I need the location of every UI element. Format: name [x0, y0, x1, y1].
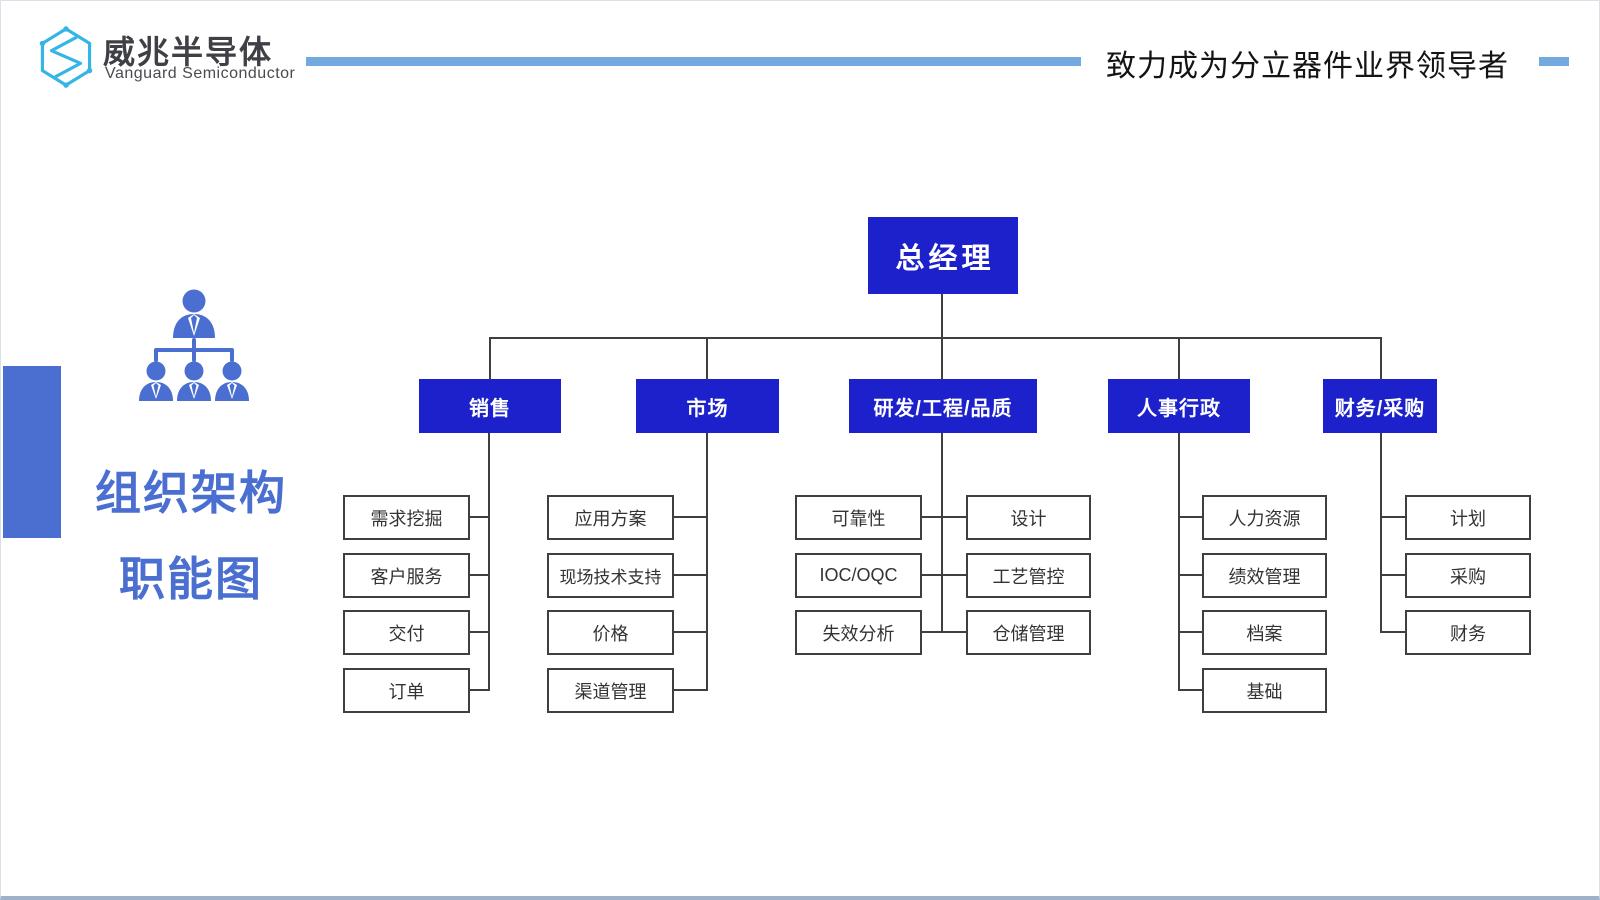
connector: [470, 689, 490, 691]
connector: [1178, 433, 1180, 691]
connector: [674, 631, 707, 633]
org-hierarchy-people-icon: [139, 289, 249, 401]
org-node-dept-market: 市场: [636, 379, 779, 433]
org-node-sub: 失效分析: [795, 610, 922, 655]
connector: [1179, 574, 1202, 576]
connector: [489, 337, 491, 380]
org-node-sub: 现场技术支持: [547, 553, 674, 598]
company-name-en: Vanguard Semiconductor: [105, 65, 296, 82]
org-node-sub: 价格: [547, 610, 674, 655]
connector: [470, 574, 490, 576]
org-node-sub: 订单: [343, 668, 470, 713]
org-node-sub: 仓储管理: [966, 610, 1091, 655]
side-accent-bar: [3, 366, 61, 538]
org-node-sub: 财务: [1405, 610, 1531, 655]
connector: [942, 516, 966, 518]
org-node-sub: 绩效管理: [1202, 553, 1327, 598]
header-divider-line: [306, 57, 1081, 66]
org-node-sub: IOC/OQC: [795, 553, 922, 598]
connector: [941, 433, 943, 633]
page-title-line2: 职能图: [119, 553, 263, 605]
connector: [1381, 631, 1405, 633]
org-node-root: 总经理: [868, 217, 1018, 294]
org-node-sub: 采购: [1405, 553, 1531, 598]
org-node-sub: 设计: [966, 495, 1091, 540]
org-node-dept-hr-admin: 人事行政: [1108, 379, 1250, 433]
connector: [922, 574, 942, 576]
connector: [470, 631, 490, 633]
connector: [941, 294, 943, 338]
org-node-dept-rd-eng-quality: 研发/工程/品质: [849, 379, 1037, 433]
hexagon-s-logo-icon: [39, 26, 93, 88]
org-node-sub: 客户服务: [343, 553, 470, 598]
company-slogan: 致力成为分立器件业界领导者: [1106, 50, 1509, 83]
org-node-dept-sales: 销售: [419, 379, 561, 433]
connector: [489, 337, 1382, 339]
connector: [922, 631, 942, 633]
org-node-sub: 档案: [1202, 610, 1327, 655]
header-dash: [1539, 57, 1569, 66]
connector: [1179, 689, 1202, 691]
page-title-line1: 组织架构: [95, 467, 287, 519]
org-node-sub: 渠道管理: [547, 668, 674, 713]
connector: [941, 337, 943, 380]
org-node-sub: 可靠性: [795, 495, 922, 540]
connector: [1178, 337, 1180, 380]
org-node-sub: 工艺管控: [966, 553, 1091, 598]
connector: [1179, 631, 1202, 633]
org-node-dept-finance-procurement: 财务/采购: [1323, 379, 1437, 433]
connector: [1380, 337, 1382, 380]
company-name-cn: 威兆半导体: [103, 34, 274, 70]
connector: [706, 337, 708, 380]
connector: [706, 433, 708, 691]
connector: [1381, 574, 1405, 576]
connector: [1380, 433, 1382, 633]
connector: [674, 516, 707, 518]
org-node-sub: 需求挖掘: [343, 495, 470, 540]
connector: [674, 574, 707, 576]
connector: [674, 689, 707, 691]
connector: [942, 631, 966, 633]
connector: [942, 574, 966, 576]
connector: [488, 433, 490, 691]
org-node-sub: 计划: [1405, 495, 1531, 540]
org-node-sub: 人力资源: [1202, 495, 1327, 540]
org-node-sub: 交付: [343, 610, 470, 655]
connector: [1381, 516, 1405, 518]
org-node-sub: 应用方案: [547, 495, 674, 540]
connector: [922, 516, 942, 518]
connector: [1179, 516, 1202, 518]
connector: [470, 516, 490, 518]
org-node-sub: 基础: [1202, 668, 1327, 713]
